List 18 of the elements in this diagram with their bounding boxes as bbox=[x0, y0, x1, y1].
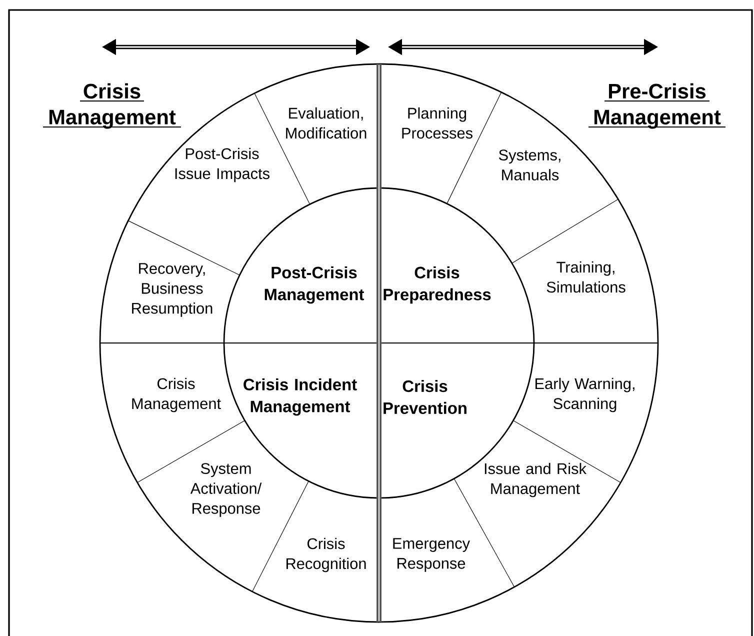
quadrant-label: Crisis Preparedness bbox=[384, 266, 491, 304]
segment-label: Issue and Risk Management bbox=[484, 462, 586, 498]
segment-label: System Activation/ Response bbox=[190, 463, 262, 517]
quadrant-label: Crisis Incident Management bbox=[244, 378, 357, 416]
segment-label: Planning Processes bbox=[402, 107, 472, 139]
segment-label: Training, Simulations bbox=[546, 261, 626, 293]
quadrant-label: Crisis Prevention bbox=[384, 380, 466, 414]
segment-label: Recovery, Business Resumption bbox=[132, 263, 212, 317]
segment-label: Emergency Response bbox=[393, 538, 470, 572]
segment-label: Post-Crisis Issue Impacts bbox=[175, 148, 270, 182]
quadrant-label: Post-Crisis Management bbox=[264, 266, 364, 304]
segment-label: Early Warning, Scanning bbox=[536, 378, 634, 412]
heading: Pre-Crisis Management bbox=[588, 83, 726, 129]
segment-label: Crisis Recognition bbox=[286, 538, 366, 572]
heading: Crisis Management bbox=[42, 83, 182, 129]
segment-label: Evaluation, Modification bbox=[286, 107, 366, 139]
segment-label: Systems, Manuals bbox=[498, 150, 560, 180]
segment-label: Crisis Management bbox=[132, 378, 221, 412]
